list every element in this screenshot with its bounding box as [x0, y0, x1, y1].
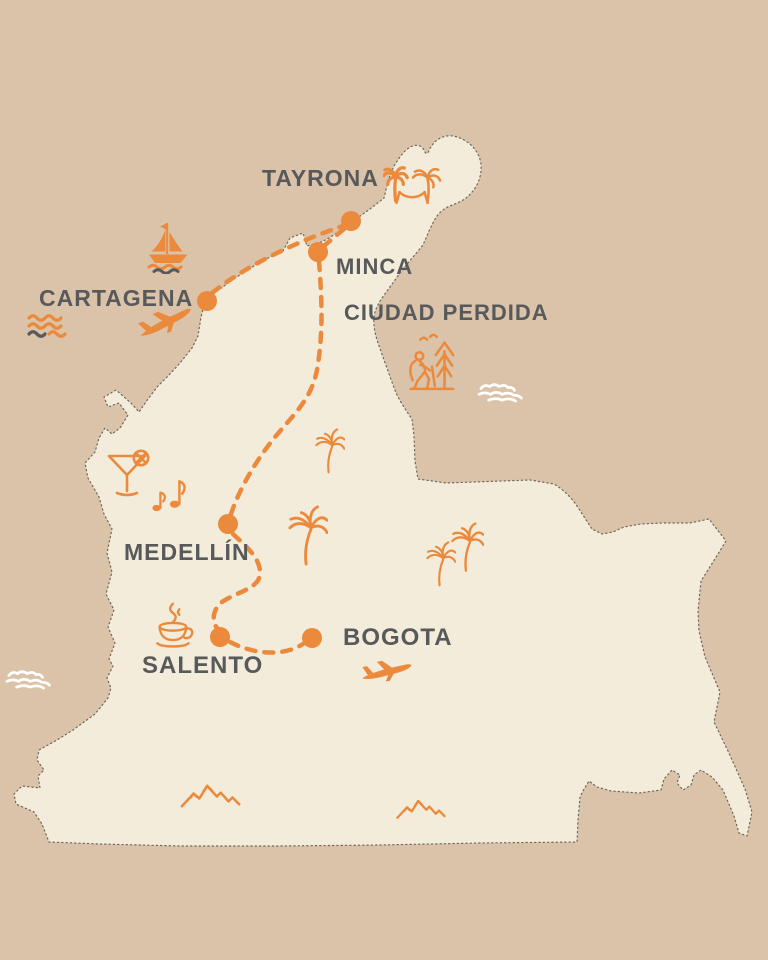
route-stop-dot-salento	[210, 627, 230, 647]
trek-hiker-icon	[403, 330, 459, 392]
label-ciudad-perdida: CIUDAD PERDIDA	[344, 300, 549, 325]
label-medellin: MEDELLÍN	[124, 539, 250, 565]
cloud-icon	[5, 663, 59, 692]
colombia-landmass	[13, 135, 753, 847]
sea-waves-icon	[26, 312, 76, 342]
label-minca: MINCA	[336, 254, 414, 279]
palm-tree-icon	[315, 428, 345, 474]
music-notes-icon	[149, 470, 187, 514]
mountains-icon	[395, 797, 451, 821]
route-stop-dot-cartagena	[197, 291, 217, 311]
airplane-icon	[133, 298, 200, 346]
label-tayrona: TAYRONA	[262, 165, 379, 191]
sailboat-icon	[142, 220, 194, 274]
route-dashed-line	[209, 223, 347, 655]
label-bogota: BOGOTA	[343, 624, 453, 651]
palm-tree-icon	[451, 522, 484, 572]
palm-tree-icon	[426, 541, 456, 587]
cocktail-icon	[104, 449, 150, 499]
palm-tree-icon	[288, 505, 328, 566]
coffee-cup-icon	[149, 601, 195, 651]
route-stop-dot-minca	[308, 242, 328, 262]
route-stop-dot-tayrona	[341, 211, 361, 231]
airplane-icon	[359, 656, 414, 688]
mountains-icon	[179, 781, 247, 810]
cloud-icon	[477, 376, 531, 405]
route-stop-dot-bogota	[302, 628, 322, 648]
palm-hammock-icon	[383, 166, 443, 207]
route-stop-dot-medellin	[218, 514, 238, 534]
label-salento: SALENTO	[142, 652, 264, 679]
label-cartagena: CARTAGENA	[39, 285, 194, 311]
